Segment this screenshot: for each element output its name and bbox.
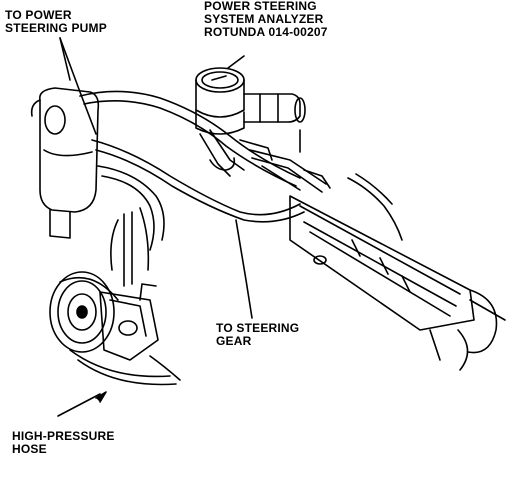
- label-line: HOSE: [12, 442, 47, 456]
- steering-gear: [289, 173, 506, 371]
- label-line: HIGH-PRESSURE: [12, 429, 115, 443]
- label-line: STEERING PUMP: [5, 21, 107, 35]
- reservoir: [30, 87, 100, 239]
- label-line: TO STEERING: [216, 321, 300, 335]
- label-line: POWER STEERING: [204, 0, 317, 13]
- label-line: SYSTEM ANALYZER: [204, 12, 324, 26]
- leader-lines: [57, 37, 253, 417]
- label-line: GEAR: [216, 334, 252, 348]
- label-line: TO POWER: [5, 8, 72, 22]
- hose-lines: [69, 90, 331, 386]
- pump-housing: [99, 283, 159, 361]
- label-steering-gear: TO STEERING GEAR: [216, 322, 299, 348]
- analyzer-gauge: [195, 67, 306, 153]
- label-line: ROTUNDA 014-00207: [204, 25, 328, 39]
- label-power-steering-pump: TO POWER STEERING PUMP: [5, 9, 107, 35]
- pump-pulley: [49, 271, 119, 353]
- label-high-pressure-hose: HIGH-PRESSURE HOSE: [12, 430, 115, 456]
- label-analyzer: POWER STEERING SYSTEM ANALYZER ROTUNDA 0…: [204, 0, 328, 39]
